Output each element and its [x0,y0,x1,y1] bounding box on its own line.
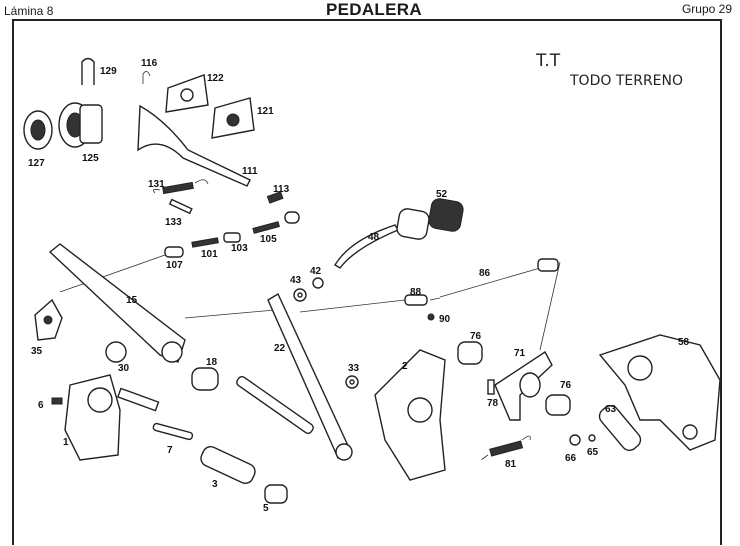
part-label: 88 [410,287,422,298]
sleeve-3 [200,446,256,484]
part-label: 48 [368,232,380,243]
part-label: 121 [257,106,274,117]
part-label: 129 [100,66,117,77]
bolt-66 [569,434,581,446]
part-label: 127 [28,158,45,169]
bearing-127 [23,110,53,150]
rod-101 [191,237,219,248]
pedal-bracket-2 [374,349,446,481]
part-label: 22 [274,343,286,354]
clevis-107 [164,246,184,258]
part-label: 122 [207,73,224,84]
part-label: 78 [487,398,499,409]
part-label: 3 [212,479,218,490]
bushing-5 [264,484,288,504]
spring-131 [152,179,209,195]
part-label: 81 [505,459,517,470]
pedal-arm-48 [334,208,430,269]
part-label: 76 [560,380,572,391]
diagram-frame [12,19,722,545]
lever-22 [267,292,353,461]
part-label: 35 [31,346,43,357]
spring-81 [481,435,531,460]
lever-71 [494,350,553,421]
part-label: 43 [290,275,302,286]
variant-name: TODO TERRENO [569,73,683,89]
washer-42 [312,277,324,289]
sheet-number: Lámina 8 [4,4,54,18]
pin-78 [487,379,495,395]
bearing-carrier-125 [58,102,103,148]
part-label: 18 [206,357,218,368]
part-label: 125 [82,153,99,164]
part-label: 133 [165,217,182,228]
page-title: PEDALERA [326,0,422,19]
part-label: 5 [263,503,269,514]
part-label: 42 [310,266,322,277]
u-clip-129 [81,57,95,85]
pin-116 [142,71,151,84]
part-label: 103 [231,243,248,254]
fork-shaft-111 [137,104,251,187]
nut-113 [266,191,284,204]
bracket-35 [34,298,63,341]
part-label: 71 [514,348,526,359]
part-label: 76 [470,331,482,342]
part-label: 52 [436,189,448,200]
rod-105 [252,221,280,234]
part-label: 90 [439,314,451,325]
part-label: 33 [348,363,360,374]
bolt-6 [51,397,63,405]
plate-121 [211,97,255,139]
bolt-90 [427,313,435,321]
cap-113b [284,211,300,224]
part-label: 66 [565,453,577,464]
part-label: 86 [479,268,491,279]
bushing-18 [191,367,219,391]
bushing-76b [545,394,571,416]
part-label: 6 [38,400,44,411]
ring-30 [105,341,127,363]
part-label: 58 [678,337,690,348]
part-label: 111 [242,166,258,177]
part-label: 116 [141,58,158,69]
part-label: 30 [118,363,130,374]
washer-43 [293,288,307,302]
part-label: 131 [148,179,165,190]
plate-122 [165,74,209,113]
washer-33 [345,375,359,389]
rod-86 [439,258,559,298]
clevis-88 [404,294,428,306]
part-label: 65 [587,447,599,458]
pedal-pad-52 [428,198,464,232]
coupler-103 [223,232,241,243]
part-label: 15 [126,295,138,306]
sleeve-63 [598,404,642,452]
shaft-long [236,375,314,435]
washer-65 [588,434,596,442]
pin-7 [152,422,194,441]
part-label: 7 [167,445,173,456]
part-label: 105 [260,234,277,245]
bushing-76a [457,341,483,365]
housing-1 [64,374,160,461]
part-label: 63 [605,404,617,415]
group-number: Grupo 29 [681,2,732,16]
part-label: 107 [166,260,183,271]
variant-code: T.T [535,51,561,71]
part-label: 1 [63,437,69,448]
lever-15 [48,243,186,363]
part-label: 2 [402,361,408,372]
part-label: 101 [201,249,218,260]
housing-58 [598,334,721,451]
part-label: 113 [273,184,290,195]
pin-133 [168,198,193,215]
